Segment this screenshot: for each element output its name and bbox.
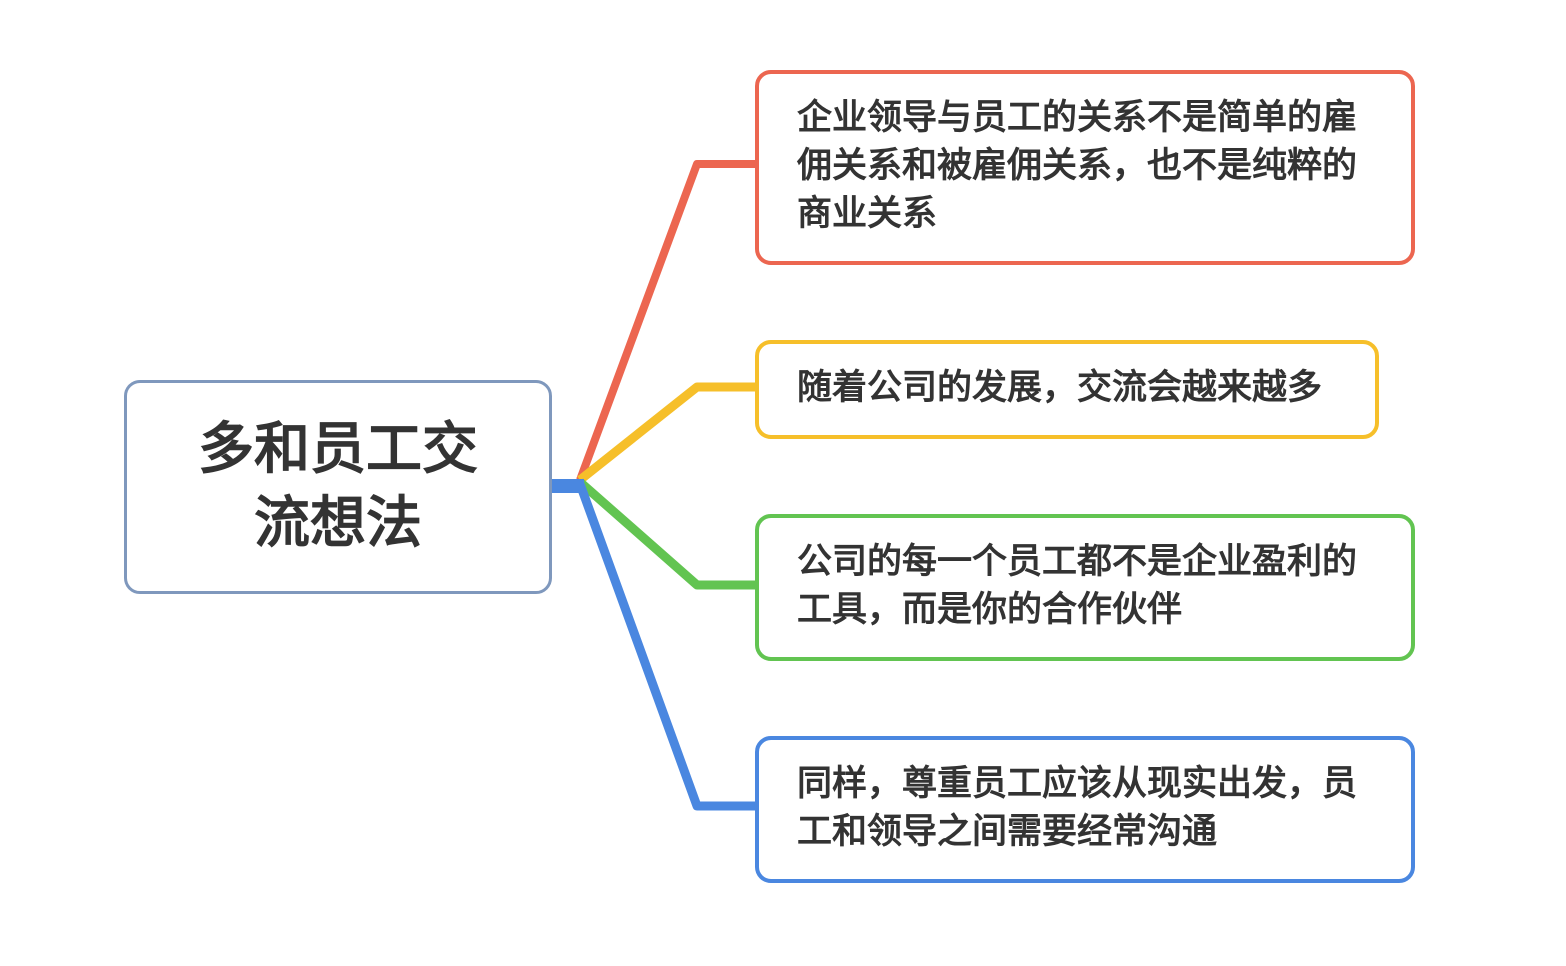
connector-red	[576, 160, 755, 482]
root-topic-title: 多和员工交流想法	[198, 417, 478, 556]
root-topic[interactable]: 多和员工交流想法	[124, 380, 552, 594]
connector-green	[577, 478, 755, 590]
branch-topic-4-text: 同样，尊重员工应该从现实出发，员工和领导之间需要经常沟通	[797, 764, 1358, 852]
branch-topic-2-text: 随着公司的发展，交流会越来越多	[797, 368, 1323, 408]
branch-topic-2[interactable]: 随着公司的发展，交流会越来越多	[755, 340, 1379, 439]
branch-topic-1-text: 企业领导与员工的关系不是简单的雇佣关系和被雇佣关系，也不是纯粹的商业关系	[797, 98, 1358, 234]
branch-topic-3[interactable]: 公司的每一个员工都不是企业盈利的工具，而是你的合作伙伴	[755, 514, 1415, 661]
branch-topic-1[interactable]: 企业领导与员工的关系不是简单的雇佣关系和被雇佣关系，也不是纯粹的商业关系	[755, 70, 1415, 265]
connector-blue	[575, 482, 755, 811]
connector-yellow	[577, 382, 755, 484]
branch-topic-4[interactable]: 同样，尊重员工应该从现实出发，员工和领导之间需要经常沟通	[755, 736, 1415, 883]
branch-topic-3-text: 公司的每一个员工都不是企业盈利的工具，而是你的合作伙伴	[797, 542, 1358, 630]
